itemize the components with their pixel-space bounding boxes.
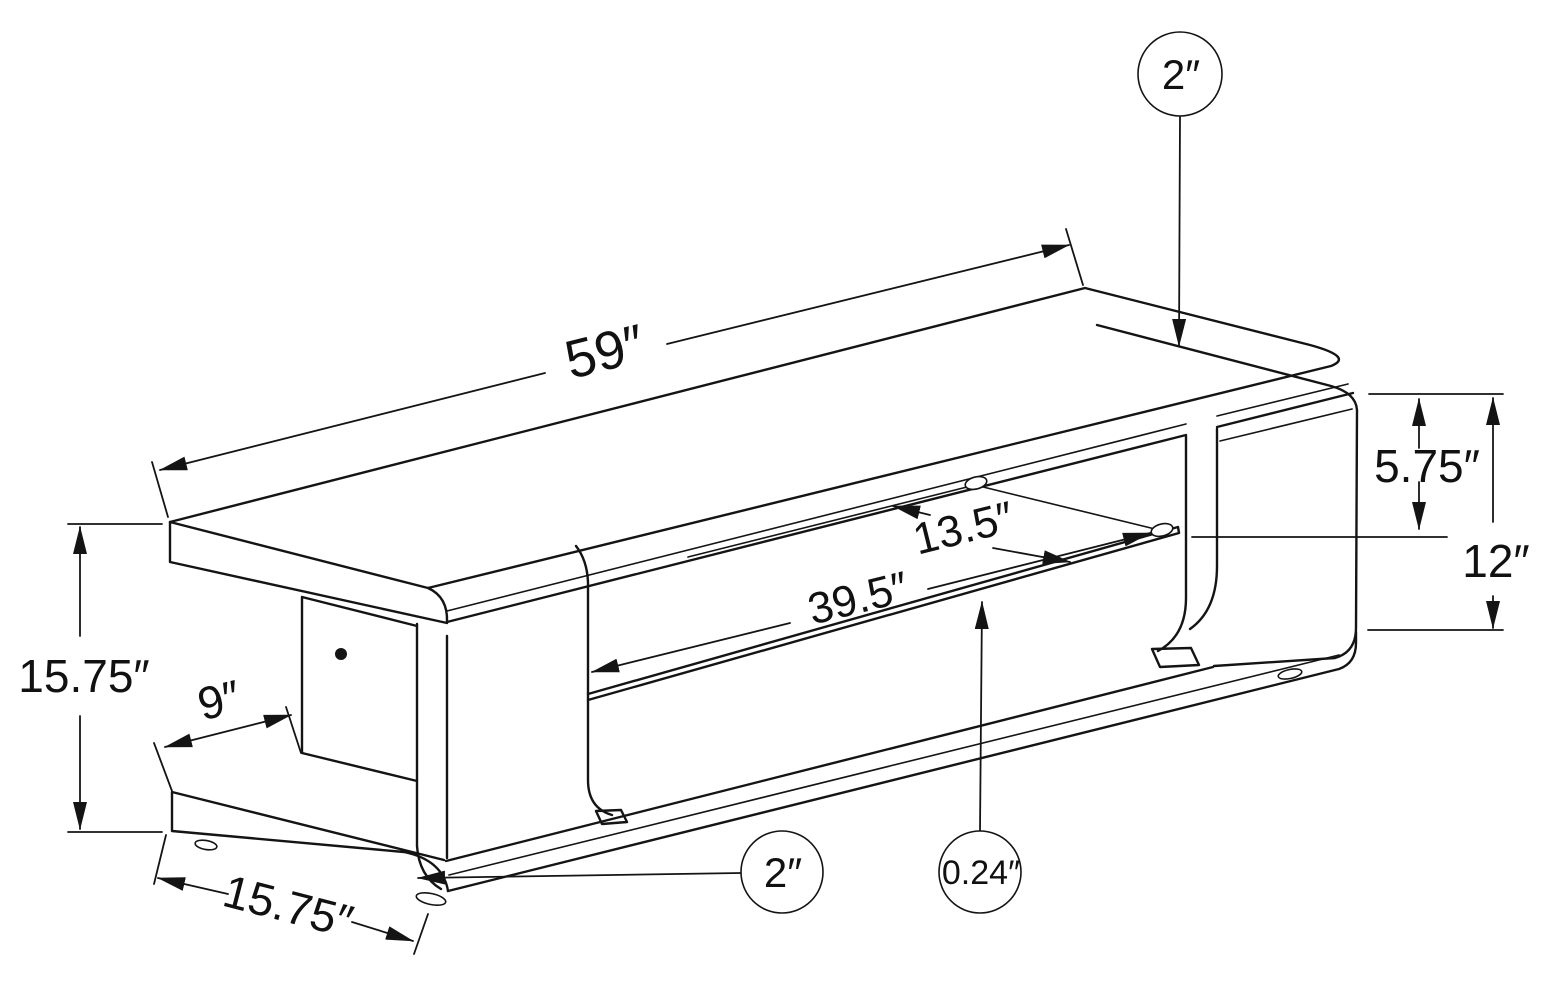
right-upright <box>1156 427 1219 653</box>
dim-overall-height: 15.75″ <box>18 523 163 833</box>
left-base <box>170 790 450 893</box>
dim-interior-height-label: 12″ <box>1462 535 1529 587</box>
callout-shelf-thickness-label: 0.24″ <box>942 854 1020 892</box>
dim-cubby-depth-line <box>164 714 292 748</box>
glass-shelf-front-edge <box>586 525 1181 702</box>
tabletop-front-left-corner <box>426 586 449 624</box>
callout-base-height-circle <box>740 830 824 914</box>
dim-shelf-width-arrow-left <box>591 622 791 673</box>
tabletop-right-end-and-side-panel <box>1095 323 1359 668</box>
dim-top-length-ticks <box>151 228 1084 518</box>
foot-left-rear <box>194 839 218 851</box>
dim-overall-depth-arrow-left <box>157 877 229 895</box>
callout-base-height: 2″ <box>417 830 824 914</box>
plinth-top-edge <box>444 665 1215 863</box>
callout-top-thickness-circle <box>1137 31 1223 117</box>
dim-overall-depth-label: 15.75″ <box>218 864 358 947</box>
dim-top-length-line2 <box>666 244 1070 345</box>
dim-shelf-width-arrow-right <box>927 532 1151 590</box>
dim-shelf-depth-arrow-right <box>992 547 1071 565</box>
callout-top-thickness-label: 2″ <box>1162 51 1200 98</box>
callout-top-thickness: 2″ <box>1137 31 1223 347</box>
right-upright-foot <box>1150 646 1201 669</box>
callout-shelf-thickness-leader <box>974 601 989 832</box>
callout-shelf-thickness: 0.24″ <box>938 601 1022 914</box>
shelf-peg-front <box>1150 522 1174 538</box>
tabletop-underside-line <box>1219 408 1353 442</box>
shelf-peg-back <box>964 475 988 491</box>
dim-cubby-depth: 9″ <box>153 670 302 792</box>
dim-clearance-ext-lines <box>1191 393 1504 538</box>
dim-shelf-depth-arrow-left <box>892 505 931 520</box>
dim-cubby-depth-ticks <box>153 706 302 792</box>
dim-overall-depth-arrow-right <box>351 921 414 942</box>
tabletop-left-end-face <box>168 520 449 625</box>
foot-front-left <box>415 891 447 907</box>
dim-cubby-depth-label: 9″ <box>192 670 245 731</box>
callout-base-height-leader <box>417 870 742 885</box>
dim-overall-height-ext-lines <box>67 523 163 833</box>
cable-hole-dot <box>335 648 347 660</box>
dimension-annotations: 59″ 2″ 5.75″ 12″ 15.75″ <box>18 31 1530 955</box>
dim-clearance: 5.75″ <box>1191 393 1504 538</box>
dim-overall-height-label: 15.75″ <box>18 650 149 702</box>
left-upright <box>415 622 449 891</box>
glass-shelf-back-edge <box>687 484 1164 558</box>
tv-stand-outline <box>168 286 1359 907</box>
dim-top-length: 59″ <box>151 228 1084 518</box>
middle-divider-foot <box>594 808 629 826</box>
plinth-bottom-edge <box>446 630 1358 893</box>
dim-overall-depth-ticks <box>153 834 429 955</box>
dim-top-length-line <box>159 372 546 471</box>
tabletop-top-face <box>168 286 1341 590</box>
middle-divider <box>574 544 614 817</box>
left-cabinet-wall <box>300 595 419 783</box>
dim-overall-depth: 15.75″ <box>153 834 429 955</box>
callout-top-thickness-leader <box>1172 115 1187 347</box>
plinth-highlight <box>448 654 1340 876</box>
dim-clearance-label: 5.75″ <box>1374 440 1480 492</box>
tabletop-front-band-bottom <box>445 391 1355 624</box>
dim-interior-height: 12″ <box>1367 397 1530 631</box>
dim-shelf-depth-label: 13.5″ <box>908 492 1018 564</box>
callout-shelf-thickness-circle <box>938 830 1022 914</box>
dim-shelf-width-label: 39.5″ <box>803 562 913 634</box>
dim-top-length-label: 59″ <box>559 313 650 390</box>
callout-base-height-label: 2″ <box>764 849 802 896</box>
foot-right <box>1277 668 1303 680</box>
tabletop-front-band-highlight <box>446 383 1349 612</box>
